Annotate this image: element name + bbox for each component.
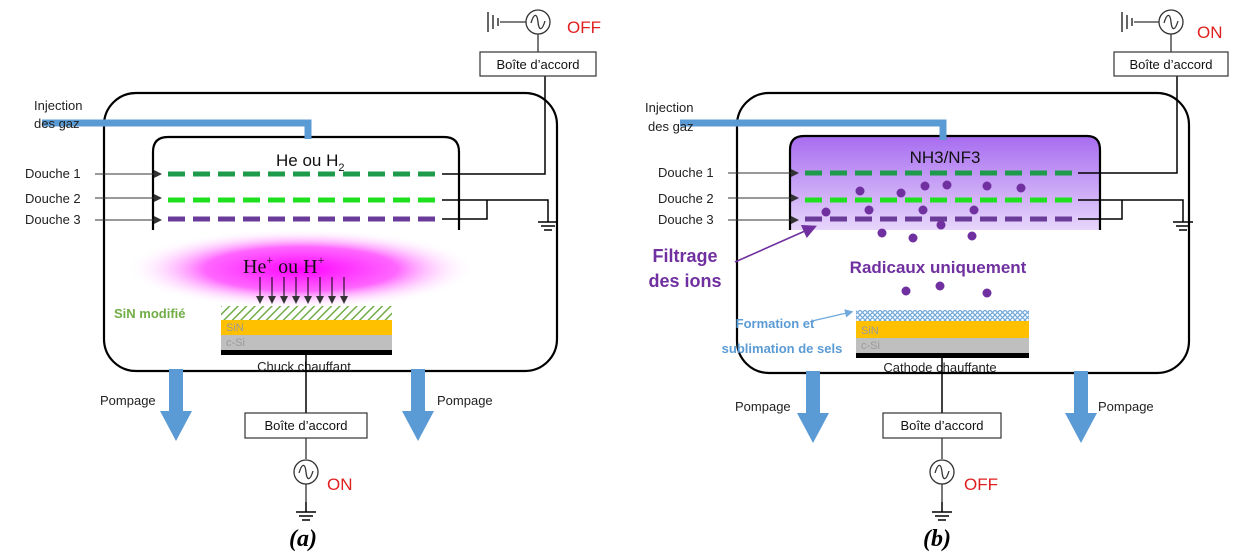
formation-label-b-line2: sublimation de sels (722, 341, 843, 356)
cathode-b (856, 353, 1029, 358)
ground-icon (487, 11, 499, 33)
douche-3-label-a: Douche 3 (25, 212, 81, 227)
filtering-label-b-line1: Filtrage (652, 246, 717, 266)
ground-icon (295, 501, 317, 521)
douche-3-wire-b (1078, 200, 1123, 220)
chuck-label-a: Chuck chauffant (257, 359, 351, 374)
caption-a: (a) (289, 526, 317, 552)
injection-pipe-a (42, 119, 312, 139)
douche-2-ground-wire-b (1078, 199, 1184, 212)
tuner-box-top-label-b: Boîte d’accord (1129, 57, 1212, 72)
injection-label-a-line2: des gaz (34, 116, 80, 131)
rf-bottom-state-a: ON (327, 475, 353, 494)
injection-label-b-line1: Injection (645, 100, 693, 115)
sin-layer-b (856, 321, 1029, 338)
gas-label-b: NH3/NF3 (910, 148, 981, 167)
tuner-box-top-label-a: Boîte d’accord (496, 57, 579, 72)
csi-layer-b (856, 338, 1029, 353)
gas-label-a: He ou H2 (276, 151, 345, 174)
radical-dots-b (821, 180, 1026, 298)
chamber-outer-b (735, 91, 1191, 375)
rf-top-wire-a (442, 76, 546, 175)
plasma-glow-a (126, 229, 476, 309)
radicals-label-b: Radicaux uniquement (850, 258, 1027, 277)
ion-bombardment-arrows-a (256, 277, 348, 304)
pumping-left-label-a: Pompage (100, 393, 156, 408)
injection-label-b-line2: des gaz (648, 119, 694, 134)
douche-1-label-a: Douche 1 (25, 166, 81, 181)
ground-icon (931, 501, 953, 521)
down-arrow-icon (160, 369, 192, 441)
csi-layer-a (221, 335, 392, 350)
modified-sin-label-a: SiN modifié (114, 306, 186, 321)
down-arrow-icon (402, 369, 434, 441)
ion-label-a: He+ ou H+ (243, 253, 325, 278)
sin-layer-a (221, 320, 392, 335)
douche-3-label-b: Douche 3 (658, 212, 714, 227)
tuner-box-top-a (479, 51, 597, 77)
ac-source-icon (525, 9, 551, 35)
csi-label-a: c-Si (226, 337, 245, 349)
injection-label-a-line1: Injection (34, 98, 82, 113)
tuner-box-bottom-b (882, 412, 1002, 439)
tuner-box-bottom-label-a: Boîte d’accord (264, 418, 347, 433)
tuner-box-bottom-label-b: Boîte d’accord (900, 418, 983, 433)
douche-3-wire-a (442, 200, 488, 220)
ground-icon (1121, 11, 1133, 33)
chamber-outer-a (102, 91, 559, 373)
modified-sin-layer-a (221, 306, 392, 320)
salt-layer-b (856, 310, 1029, 321)
pumping-right-label-b: Pompage (1098, 399, 1154, 414)
panel-a: Injection des gaz He ou H2 Douche 1 Douc… (25, 9, 601, 552)
down-arrow-icon (797, 371, 829, 443)
ground-icon (537, 211, 559, 231)
pumping-left-label-b: Pompage (735, 399, 791, 414)
pumping-right-label-a: Pompage (437, 393, 493, 408)
sin-label-b: SiN (861, 325, 879, 337)
douche-2-label-a: Douche 2 (25, 191, 81, 206)
formation-pointer-b (811, 309, 854, 322)
caption-b: (b) (923, 526, 951, 552)
injection-pipe-b (680, 119, 947, 140)
douche-2-label-b: Douche 2 (658, 191, 714, 206)
chuck-a (221, 350, 392, 355)
rf-top-wire-b (1078, 76, 1178, 174)
ac-source-icon (929, 459, 955, 485)
filtering-label-b-line2: des ions (648, 271, 721, 291)
csi-label-b: c-Si (861, 340, 880, 352)
ac-source-icon (1158, 9, 1184, 35)
down-arrow-icon (1065, 371, 1097, 443)
formation-label-b-line1: Formation et (736, 316, 815, 331)
panel-b: Injection des gaz NH3/NF3 Douche 1 Douch… (645, 9, 1229, 552)
douche-1-label-b: Douche 1 (658, 165, 714, 180)
cathode-label-b: Cathode chauffante (883, 360, 996, 375)
rf-bottom-state-b: OFF (964, 475, 998, 494)
filtering-pointer-b (734, 224, 817, 263)
douche-2-ground-wire-a (442, 199, 549, 212)
ac-source-icon (293, 459, 319, 485)
rf-top-state-b: ON (1197, 23, 1223, 42)
rf-top-state-a: OFF (567, 18, 601, 37)
sin-label-a: SiN (226, 322, 244, 334)
